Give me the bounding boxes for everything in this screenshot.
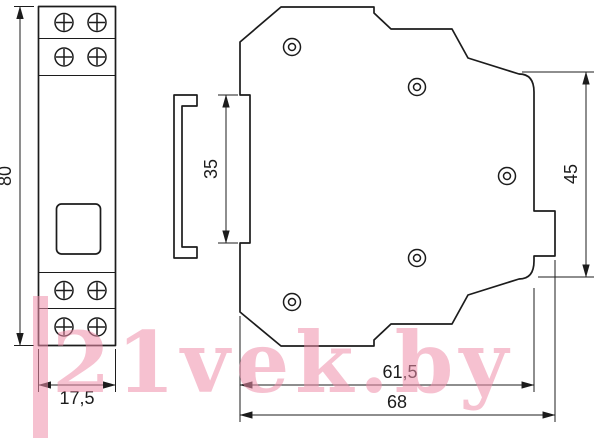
front-view <box>37 5 117 347</box>
module-front-outline <box>37 5 117 347</box>
watermark: 21vek.by <box>33 296 514 438</box>
dimension-front-height: 80 <box>0 5 34 347</box>
dimension-body-depth: 61,5 <box>239 288 535 422</box>
terminal-screw-icon <box>54 47 74 67</box>
label-window <box>55 203 102 255</box>
screw-head-icon <box>282 37 302 57</box>
dimension-label: 45 <box>561 164 581 184</box>
terminal-screw-icon <box>87 12 107 33</box>
dimension-label: 68 <box>387 392 407 412</box>
dimension-total-depth: 68 <box>239 260 556 422</box>
watermark-bar <box>33 296 48 438</box>
terminal-screw-icon <box>87 280 107 301</box>
screw-head-icon <box>407 77 427 97</box>
dimension-label: 80 <box>0 166 15 186</box>
terminal-screw-icon <box>54 12 74 33</box>
din-rail-profile <box>173 94 198 259</box>
side-view <box>239 6 556 347</box>
dimension-label: 35 <box>201 159 221 179</box>
dimension-rail-height: 35 <box>201 94 238 244</box>
screw-head-icon <box>407 248 427 268</box>
terminal-screw-icon <box>87 47 107 67</box>
watermark-text: 21vek.by <box>52 313 514 412</box>
screw-head-icon <box>282 292 302 312</box>
terminal-screw-icon <box>54 280 74 301</box>
module-side-outline <box>239 6 556 347</box>
rail-profile-outline <box>173 94 198 259</box>
dimension-label: 61,5 <box>382 362 417 382</box>
dimension-front-face-height: 45 <box>522 71 594 278</box>
screw-head-icon <box>497 166 517 186</box>
dimension-label: 17,5 <box>59 388 94 408</box>
